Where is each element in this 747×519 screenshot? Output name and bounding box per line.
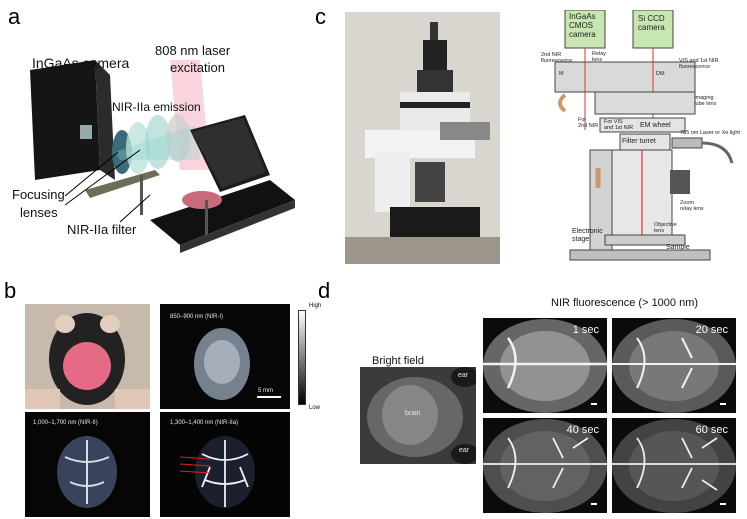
label-ingaas-cmos-camera: InGaAs CMOS camera	[569, 12, 596, 39]
label-si-ccd-camera: Si CCD camera	[638, 14, 665, 32]
panel-d-letter: d	[318, 278, 331, 303]
scale-tick	[591, 403, 597, 405]
scale-tick	[591, 503, 597, 505]
nir2-range-label: 1,000–1,700 nm (NIR-II)	[33, 420, 98, 426]
fluorescence-tile-60s: 60 sec	[612, 418, 736, 513]
nir2-image: 1,000–1,700 nm (NIR-II)	[25, 412, 150, 517]
scale-bar-label: 5 mm	[258, 388, 273, 394]
label-imaging-tube-lens: Imaging tube lens	[694, 95, 717, 108]
panel-b-letter: b	[4, 278, 17, 303]
label-focusing: Focusing	[12, 187, 65, 202]
label-nir2a-filter: NIR-IIa filter	[67, 222, 137, 237]
bright-field-title: Bright field	[372, 355, 424, 367]
scale-bar	[257, 396, 281, 398]
label-for-2nd-nir: For 2nd NIR	[578, 117, 599, 130]
panel-c-letter: c	[315, 4, 326, 29]
label-lenses: lenses	[20, 205, 58, 220]
colorbar	[298, 310, 306, 405]
bright-field-image: ear brain ear	[360, 367, 476, 464]
label-vis-1st-nir: VIS and 1st NIR fluorescence	[679, 58, 719, 71]
label-for-vis-1st-nir: For VIS and 1st NIR	[604, 119, 634, 132]
label-2nd-nir-fluorescence: 2nd NIR fluorescence	[541, 52, 573, 65]
label-em-wheel: EM wheel	[640, 122, 671, 129]
nir1-range-label: 850–900 nm (NIR-I)	[170, 314, 224, 320]
label-nir2a-emission: NIR-IIa emission	[112, 100, 201, 114]
ear-bottom-label: ear	[459, 447, 470, 454]
nir2a-range-label: 1,300–1,400 nm (NIR-IIa)	[170, 420, 239, 426]
microscope-photo	[345, 12, 500, 264]
label-filter-turret: Filter turret	[622, 138, 656, 145]
label-relay-lens: Relay lens	[592, 51, 607, 64]
label-laser-line2: excitation	[170, 60, 225, 75]
label-zoom-relay-lens: Zoom relay lens	[680, 200, 704, 213]
label-laser-line1: 808 nm laser	[155, 43, 231, 58]
microscope-schematic	[510, 9, 742, 264]
label-dichroic: DM	[656, 71, 665, 77]
fluorescence-tile-40s: 40 sec	[483, 418, 607, 513]
fluorescence-tile-20s: 20 sec	[612, 318, 736, 413]
scale-tick	[720, 503, 726, 505]
panel-a-setup-illustration	[30, 60, 295, 253]
label-objective-lens: Objective lens	[654, 222, 677, 235]
nir2a-image: 1,300–1,400 nm (NIR-IIa)	[160, 412, 290, 517]
label-electronic-stage: Electronic stage	[572, 228, 603, 243]
label-laser-source: 785 nm Laser or Xe light	[680, 130, 740, 136]
time-label: 20 sec	[695, 324, 728, 336]
fluorescence-tile-1s: 1 sec	[483, 318, 607, 413]
time-label: 1 sec	[572, 324, 599, 336]
colorbar-high: High	[309, 303, 322, 309]
panel-a-leader-lines	[64, 149, 151, 223]
label-mirror: M	[559, 71, 564, 77]
label-sample: Sample	[666, 244, 690, 251]
ear-top-label: ear	[458, 372, 469, 379]
label-ingaas-camera: InGaAs camera	[32, 55, 130, 71]
time-label: 40 sec	[566, 424, 599, 436]
panel-a-letter: a	[8, 4, 21, 29]
colorbar-low: Low	[309, 405, 321, 411]
brain-label: brain	[405, 410, 421, 417]
nir1-image: 850–900 nm (NIR-I)	[160, 304, 290, 409]
scale-tick	[720, 403, 726, 405]
nir-fluorescence-title: NIR fluorescence (> 1000 nm)	[551, 297, 699, 309]
mouse-photo	[25, 304, 150, 409]
time-label: 60 sec	[695, 424, 728, 436]
